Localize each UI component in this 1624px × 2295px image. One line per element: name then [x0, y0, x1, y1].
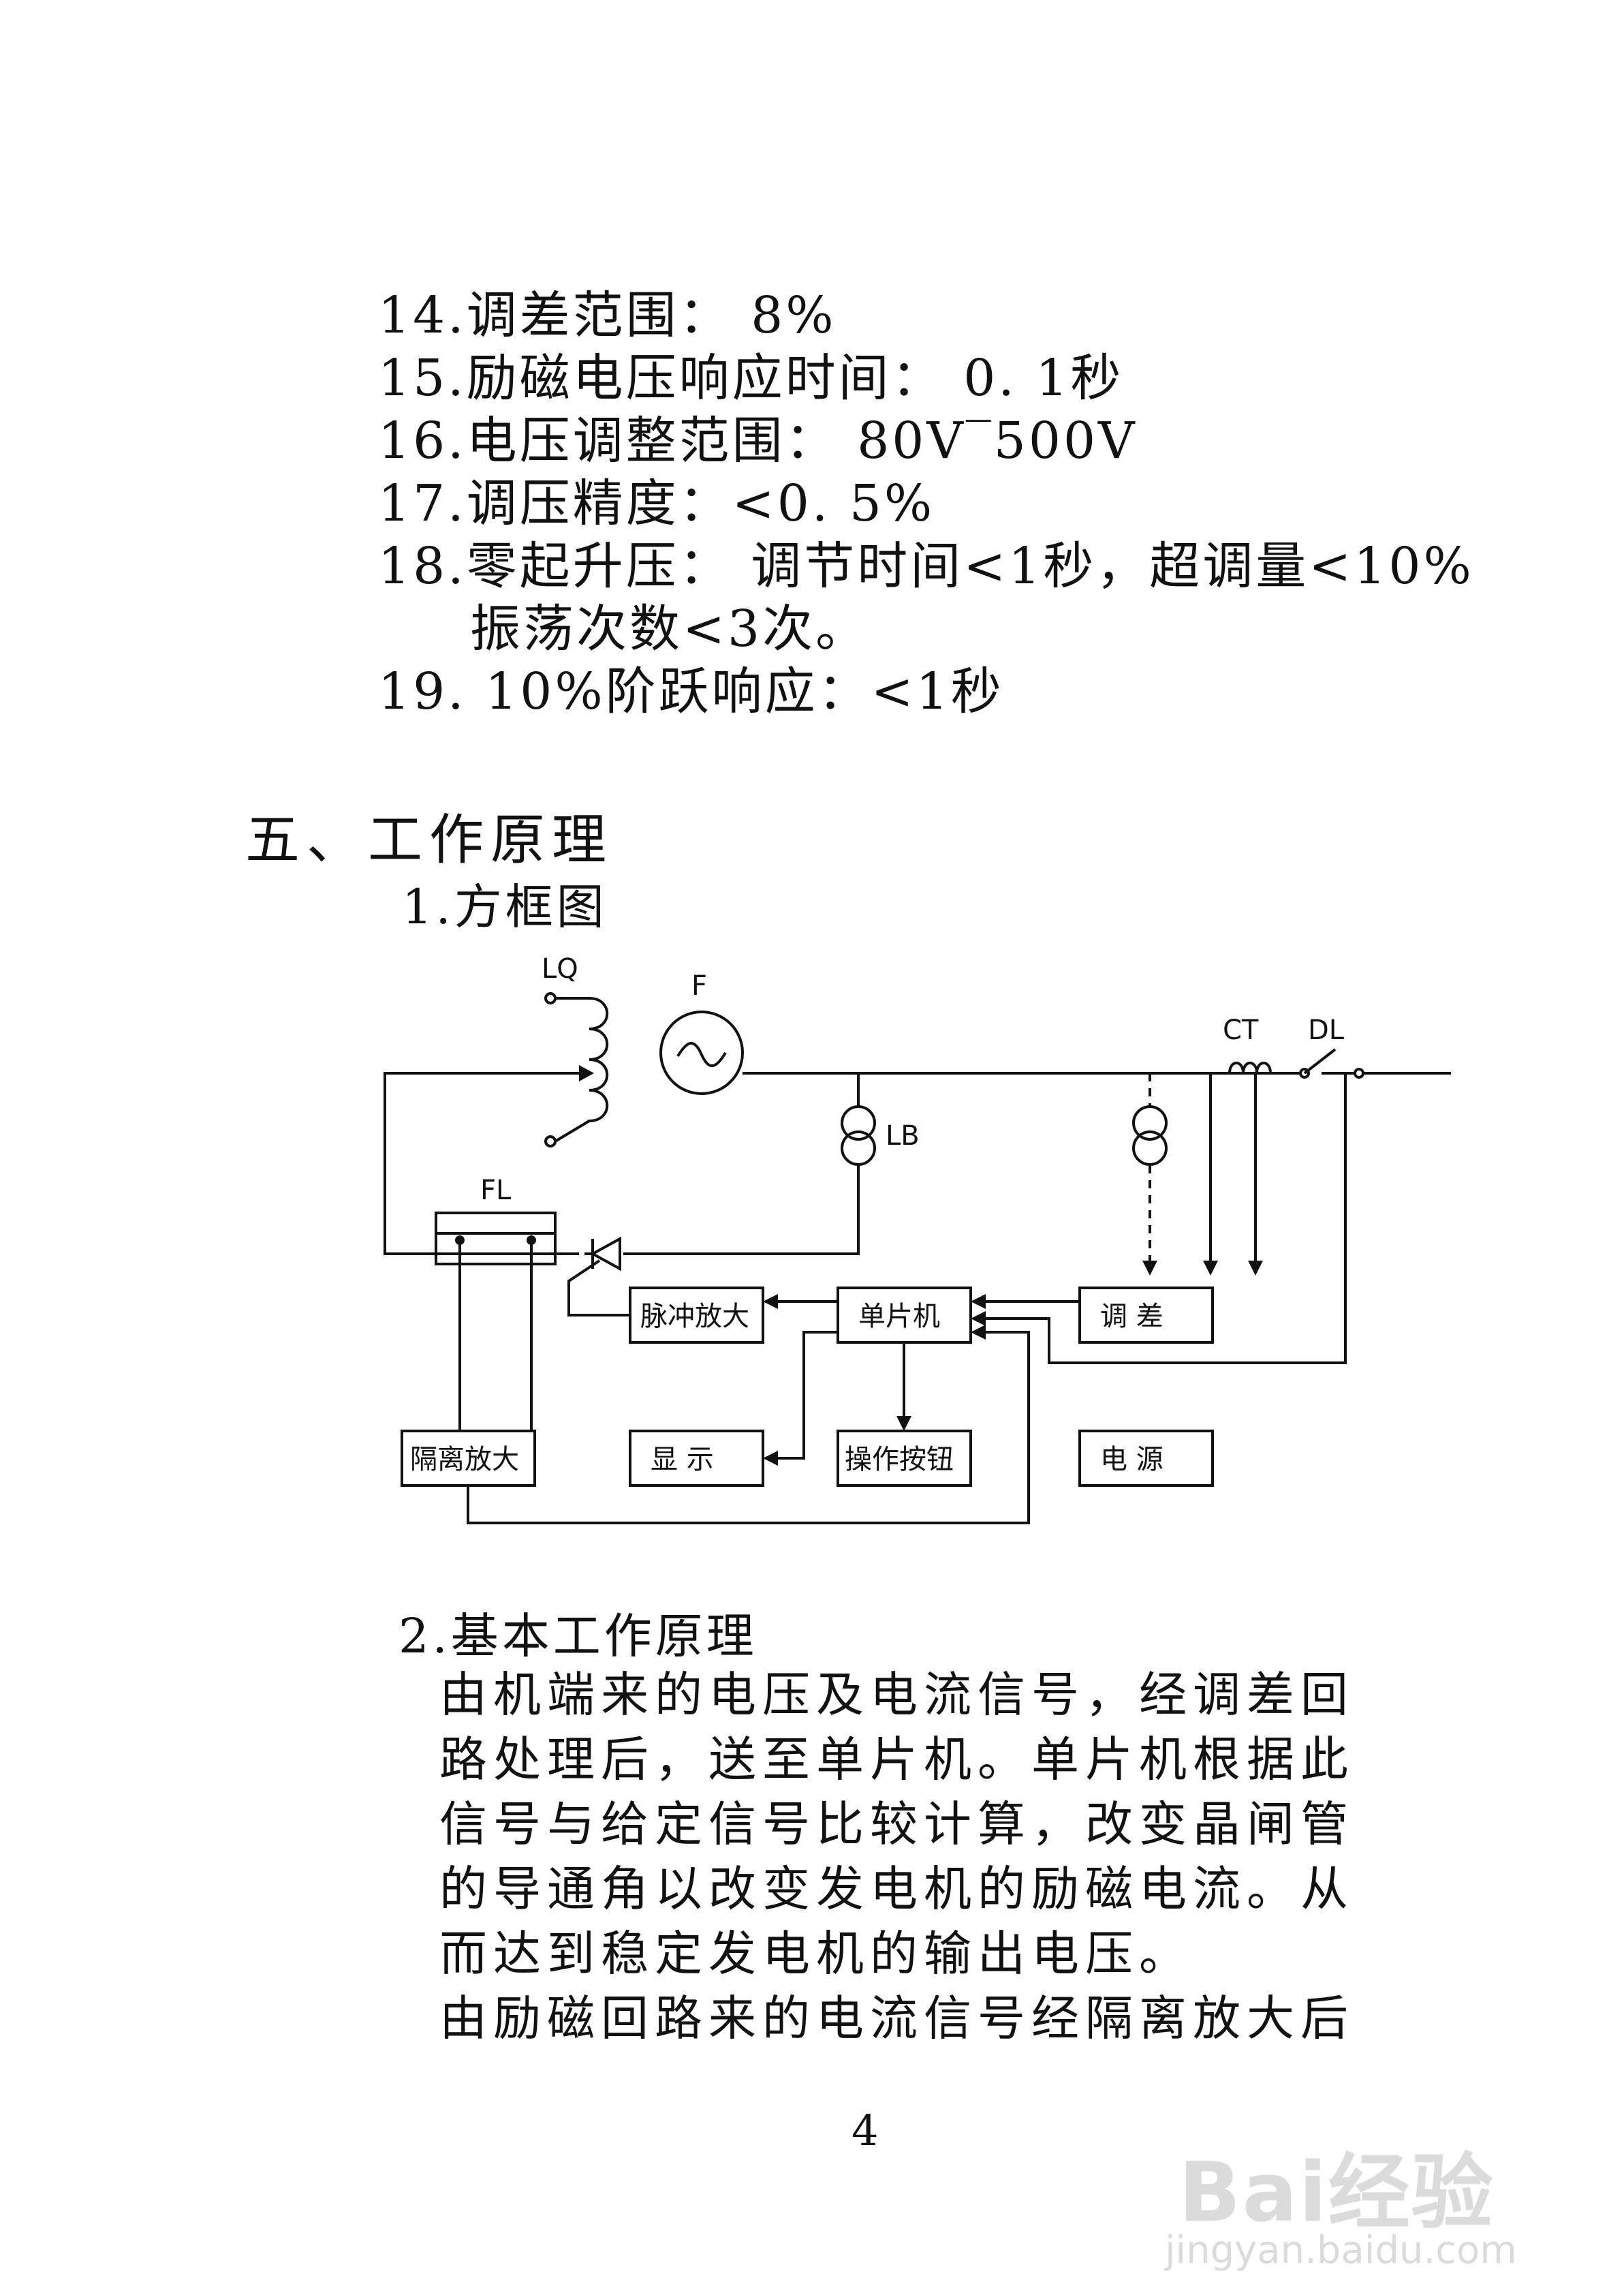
label-f: F — [691, 970, 707, 1002]
paragraph-line-4: 的导通角以改变发电机的励磁电流。从 — [439, 1861, 1354, 1917]
ct-symbol — [1228, 1062, 1272, 1074]
block-power — [1078, 1430, 1214, 1487]
spec-item-14: 14.调差范围： 8% — [378, 286, 837, 345]
dl-blade — [1303, 1048, 1337, 1075]
block-droop — [1078, 1287, 1214, 1344]
lq-terminal-bottom — [544, 1135, 557, 1148]
isolation-feedback-wire — [467, 1331, 1030, 1524]
subheading-basic-principle: 2.基本工作原理 — [399, 1608, 758, 1664]
mcu-to-display-wire — [777, 1331, 838, 1460]
paragraph-line-2: 路处理后，送至单片机。单片机根据此 — [439, 1731, 1354, 1787]
section-heading: 五、工作原理 — [245, 808, 613, 872]
arrow-pt-to-droop — [1142, 1261, 1157, 1276]
block-mcu-label: 单片机 — [858, 1301, 940, 1332]
label-lq: LQ — [542, 953, 578, 985]
block-isolation-amplifier-label: 隔离放大 — [410, 1444, 519, 1475]
label-dl: DL — [1308, 1015, 1345, 1046]
dl-feedback-wire — [984, 1073, 1347, 1364]
excitation-loop-wire — [384, 1072, 579, 1255]
watermark-logo: Bai经验 — [1178, 2146, 1495, 2240]
lq-coil — [554, 997, 609, 1143]
paragraph-line-3: 信号与给定信号比较计算，改变晶闸管 — [439, 1796, 1354, 1852]
arrow-into-lq — [579, 1065, 594, 1081]
lq-terminal-top — [544, 992, 557, 1004]
subheading-block-diagram: 1.方框图 — [402, 879, 608, 935]
arrow-dl-feedback — [971, 1311, 986, 1326]
spec-item-17: 17.调压精度：<0. 5% — [378, 474, 935, 533]
block-power-label: 电 源 — [1100, 1444, 1164, 1475]
baidu-watermark: Bai经验 jingyan.baidu.com — [1151, 2099, 1560, 2276]
paragraph-line-5: 而达到稳定发电机的输出电压。 — [439, 1926, 1193, 1982]
block-diagram: LQ F CT DL LB FL 脉冲放大 单片机 调 — [384, 953, 1451, 1524]
pt-coil-lower — [1132, 1130, 1168, 1166]
arrow-ct-a — [1203, 1261, 1218, 1276]
watermark-url: jingyan.baidu.com — [1165, 2228, 1517, 2273]
lb-coil-lower — [841, 1130, 876, 1166]
pt-coil-upper — [1132, 1105, 1168, 1141]
block-pulse-amplifier-label: 脉冲放大 — [640, 1301, 749, 1332]
block-operation-buttons — [837, 1430, 972, 1487]
spec-item-18-continued: 振荡次数<3次。 — [470, 600, 869, 658]
spec-item-15: 15.励磁电压响应时间： 0. 1秒 — [378, 349, 1124, 407]
block-droop-label: 调 差 — [1100, 1301, 1164, 1332]
label-fl: FL — [480, 1175, 512, 1206]
paragraph-line-6: 由励磁回路来的电流信号经隔离放大后 — [439, 1990, 1354, 2046]
dl-contact-right — [1354, 1068, 1364, 1079]
arrow-mcu-to-pulse — [763, 1294, 778, 1309]
thyristor-gate-wire — [567, 1259, 630, 1316]
generator-symbol — [659, 1011, 744, 1095]
paragraph-line-1: 由机端来的电压及电流信号，经调差回 — [439, 1667, 1354, 1723]
arrow-isolation-feedback — [971, 1325, 986, 1340]
spec-item-18: 18.零起升压： 调节时间<1秒，超调量<10% — [378, 537, 1474, 596]
arrow-droop-to-mcu — [971, 1294, 986, 1309]
block-operation-buttons-label: 操作按钮 — [845, 1444, 954, 1475]
page-number: 4 — [852, 2106, 879, 2155]
arrow-mcu-to-display — [763, 1451, 778, 1466]
spec-item-16: 16.电压调整范围： 80V‾500V — [378, 412, 1138, 470]
spec-item-19: 19. 10%阶跃响应：<1秒 — [378, 662, 1004, 721]
arrow-mcu-to-buttons — [896, 1416, 911, 1431]
lb-coil-upper — [841, 1105, 876, 1141]
fl-shunt — [435, 1212, 557, 1265]
block-pulse-amplifier — [629, 1287, 764, 1344]
label-lb: LB — [886, 1120, 920, 1152]
thyristor-symbol — [589, 1236, 621, 1272]
generator-sine — [676, 1042, 727, 1068]
block-display-label: 显 示 — [651, 1444, 714, 1475]
lb-to-thyristor-wire — [623, 1165, 860, 1255]
arrow-ct-b — [1248, 1261, 1263, 1276]
label-ct: CT — [1223, 1015, 1259, 1046]
